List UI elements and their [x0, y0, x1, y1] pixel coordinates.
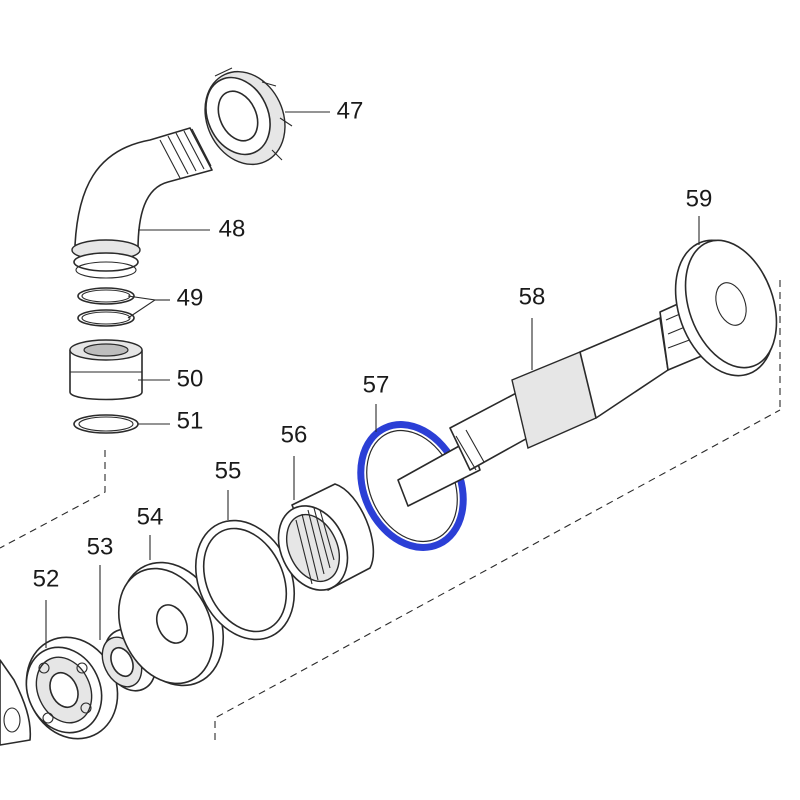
callout-48[interactable]: 48	[219, 215, 246, 242]
callout-47[interactable]: 47	[337, 97, 364, 124]
part-48-elbow-pipe[interactable]	[71, 127, 213, 279]
housing-fragment	[0, 659, 32, 746]
callout-49[interactable]: 49	[177, 284, 204, 311]
part-50-fitting[interactable]	[69, 339, 143, 401]
callout-58[interactable]: 58	[519, 283, 546, 310]
callout-53[interactable]: 53	[87, 533, 114, 560]
assembly-boundary	[0, 280, 781, 740]
part-59-washer[interactable]	[658, 226, 793, 389]
callouts: 47 48 49 50 51 52 53 54 55 56 57 58 59	[33, 97, 713, 592]
callout-57[interactable]: 57	[363, 371, 390, 398]
part-49-o-rings[interactable]	[77, 287, 135, 327]
callout-54[interactable]: 54	[137, 503, 164, 530]
part-54-washer[interactable]	[101, 546, 243, 703]
callout-59[interactable]: 59	[686, 185, 713, 212]
leader-lines	[45, 111, 700, 648]
part-52-ball-bearing[interactable]	[10, 622, 134, 753]
callout-50[interactable]: 50	[177, 365, 204, 392]
part-47-nut[interactable]	[190, 58, 299, 177]
callout-56[interactable]: 56	[281, 421, 308, 448]
part-55-ring[interactable]	[177, 504, 313, 655]
callout-51[interactable]: 51	[177, 407, 204, 434]
part-56-needle-bearing[interactable]	[265, 483, 375, 601]
callout-55[interactable]: 55	[215, 457, 242, 484]
callout-52[interactable]: 52	[33, 565, 60, 592]
part-51-o-ring[interactable]	[73, 414, 139, 434]
